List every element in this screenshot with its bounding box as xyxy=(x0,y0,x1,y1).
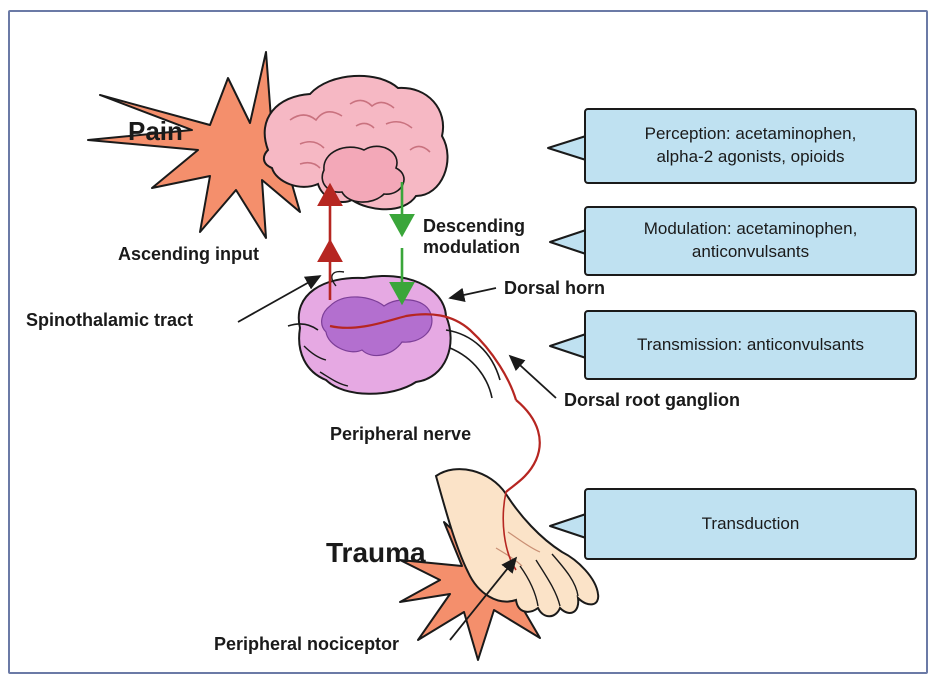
transduction-callout-tail xyxy=(550,514,586,538)
transmission-text: Transmission: anticonvulsants xyxy=(637,334,864,357)
perception-box: Perception: acetaminophen, alpha-2 agoni… xyxy=(584,108,917,184)
peripheral-nerve-fiber xyxy=(506,400,540,492)
peripheral-nociceptor-label: Peripheral nociceptor xyxy=(214,634,399,655)
drg-pointer xyxy=(510,356,556,398)
dorsal-horn-pointer xyxy=(450,288,496,298)
perception-text: Perception: acetaminophen, alpha-2 agoni… xyxy=(645,123,857,169)
transduction-box: Transduction xyxy=(584,488,917,560)
descending-modulation-label: Descending modulation xyxy=(423,216,525,257)
ascending-input-label: Ascending input xyxy=(118,244,259,265)
dorsal-horn-label: Dorsal horn xyxy=(504,278,605,299)
modulation-callout-tail xyxy=(550,230,586,254)
transmission-callout-tail xyxy=(550,334,586,358)
peripheral-nerve-label: Peripheral nerve xyxy=(330,424,471,445)
dorsal-root-ganglion-label: Dorsal root ganglion xyxy=(564,390,740,411)
modulation-text: Modulation: acetaminophen, anticonvulsan… xyxy=(644,218,858,264)
spinothalamic-tract-label: Spinothalamic tract xyxy=(26,310,193,331)
pain-label: Pain xyxy=(128,117,183,147)
transmission-box: Transmission: anticonvulsants xyxy=(584,310,917,380)
perception-callout-tail xyxy=(548,136,586,160)
modulation-box: Modulation: acetaminophen, anticonvulsan… xyxy=(584,206,917,276)
trauma-label: Trauma xyxy=(326,537,426,569)
transduction-text: Transduction xyxy=(702,513,800,536)
